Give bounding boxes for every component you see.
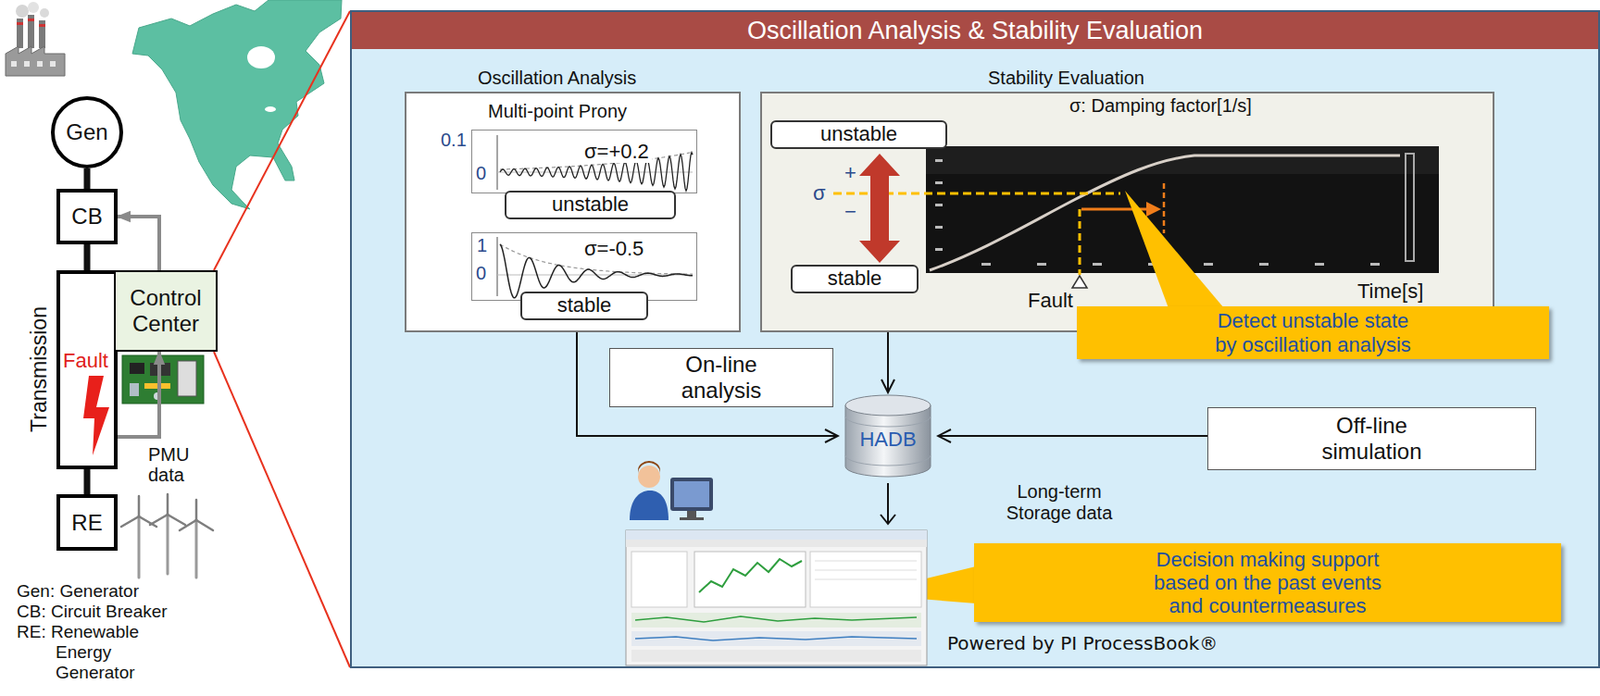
process-box: Off-line simulation: [1207, 407, 1537, 471]
control-center-box: Control Center: [113, 270, 218, 352]
stability-box-fill: [760, 91, 1495, 333]
panel-body: [350, 10, 1600, 669]
operator-icon: [629, 461, 713, 521]
power-line: [84, 244, 91, 271]
processbook-screenshot: [625, 530, 927, 666]
zoom-lines: [213, 11, 350, 668]
panel-header-band: [350, 10, 1600, 50]
power-line: [84, 168, 91, 189]
node-label: Off-line simulation: [1312, 412, 1433, 464]
circuit-breaker-box: CB: [56, 188, 118, 245]
status-box: stable: [520, 291, 649, 321]
oscillation-box-fill: [404, 91, 741, 333]
control-signal-arrow: [117, 216, 160, 271]
callout-box: Detect unstable state by oscillation ana…: [1076, 306, 1550, 360]
axis-tick: 0.1: [440, 129, 467, 151]
status-box: unstable: [504, 190, 676, 220]
node-label: Decision making support based on the pas…: [1147, 548, 1388, 619]
node-label: unstable: [551, 193, 629, 216]
node-label: stable: [827, 267, 883, 290]
fault-label: Fault: [62, 349, 109, 373]
node-label: Control Center: [115, 285, 216, 337]
oscillation-analysis-box: Oscillation AnalysisMulti-point Pronyσ=+…: [404, 91, 741, 333]
node-label: Detect unstable state by oscillation ana…: [1209, 309, 1417, 357]
node-label: unstable: [820, 123, 898, 146]
panel-title: Oscillation Analysis & Stability Evaluat…: [351, 12, 1599, 50]
product-note: Powered by PI ProcessBook®: [947, 633, 1218, 655]
section-heading: Stability Evaluation: [987, 67, 1145, 89]
storage-note: Long-term Storage data: [999, 481, 1120, 525]
measurement-arrow: [117, 351, 160, 438]
status-box: unstable: [770, 120, 948, 150]
axis-tick: 0: [475, 262, 487, 285]
node-label: On-line analysis: [665, 351, 777, 403]
waveform-chart: σ=-0.5: [471, 232, 698, 301]
generator-circle: Gen: [50, 96, 124, 169]
renewable-box: RE: [56, 494, 118, 551]
section-heading: Oscillation Analysis: [477, 67, 637, 89]
power-plant-icon: [5, 1, 65, 76]
callout-box: Decision making support based on the pas…: [974, 543, 1562, 623]
output-arrow: [880, 483, 896, 525]
prony-charts: [497, 135, 693, 299]
transmission-box: TransmissionFault: [56, 270, 118, 470]
axis-tick: 1: [476, 235, 488, 257]
database: HADB: [837, 392, 938, 480]
damping-value: σ=-0.5: [581, 237, 647, 261]
axis-symbol: σ: [812, 181, 826, 205]
fault-lightning: [83, 375, 110, 456]
data-flow-arrow: [937, 435, 1208, 438]
signal-label: PMU data: [148, 444, 206, 486]
method-label: Multi-point Prony: [487, 100, 627, 123]
abbreviation-note: RE: Renewable Energy Generator: [16, 622, 179, 684]
process-box: On-line analysis: [609, 348, 834, 408]
sign-double-arrow: [859, 153, 900, 263]
sign-mark: −: [844, 200, 857, 224]
damping-trend-screen: [925, 146, 1439, 274]
waveform-chart: σ=+0.2: [471, 129, 698, 194]
node-label: HADB: [859, 427, 916, 451]
abbreviation-note: CB: Circuit Breaker: [16, 601, 168, 623]
data-flow-arrow: [576, 332, 838, 437]
node-label: stable: [557, 294, 613, 317]
axis-tick: 0: [475, 162, 487, 185]
data-flow-arrow: [887, 332, 889, 393]
node-label: CB: [71, 203, 102, 230]
node-label: Gen: [65, 119, 108, 146]
event-label: Fault: [1027, 288, 1074, 313]
status-box: stable: [790, 264, 919, 294]
pmu-circuit-board: [122, 355, 204, 404]
axis-title: σ: Damping factor[1/s]: [1069, 95, 1252, 117]
north-america-map: [132, 0, 342, 210]
sign-mark: +: [844, 161, 857, 185]
damping-value: σ=+0.2: [581, 139, 652, 163]
transmission-label: Transmission: [26, 306, 51, 433]
axis-label: Time[s]: [1357, 279, 1424, 303]
wind-turbines: [121, 494, 213, 578]
power-line: [84, 469, 91, 495]
abbreviation-note: Gen: Generator: [16, 581, 139, 602]
node-label: RE: [71, 510, 102, 537]
analysis-panel: Oscillation Analysis & Stability Evaluat…: [350, 10, 1600, 669]
